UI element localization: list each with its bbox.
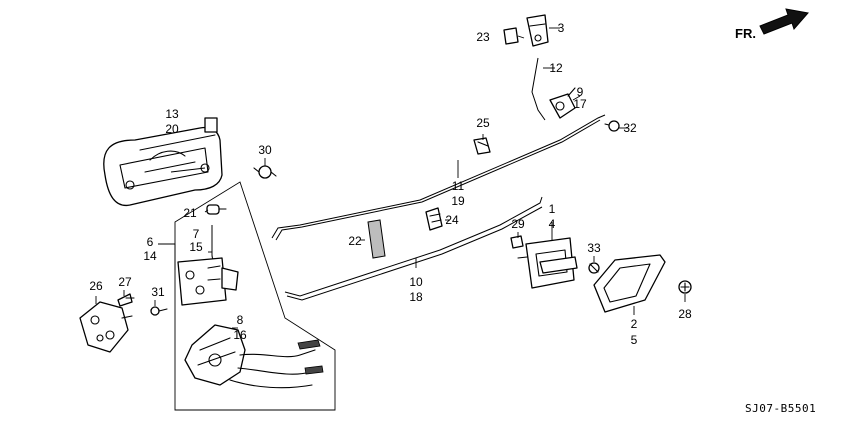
- callout-31: 31: [151, 285, 165, 299]
- direction-label: FR.: [735, 26, 756, 41]
- callout-28: 28: [678, 307, 692, 321]
- screw-31: [150, 306, 168, 316]
- grommet-21: [206, 204, 227, 215]
- lock-assembly-outline: [174, 181, 336, 411]
- cap-23: [503, 27, 519, 45]
- callout-32: 32: [623, 121, 637, 135]
- callout-10: 10: [409, 275, 423, 289]
- screw-32: [604, 120, 620, 132]
- callout-21: 21: [183, 206, 197, 220]
- callout-7: 7: [193, 227, 200, 241]
- callout-2: 2: [631, 317, 638, 331]
- outer-door-handle: [103, 117, 223, 207]
- callout-30: 30: [258, 143, 272, 157]
- screw-27: [117, 293, 135, 307]
- callout-12: 12: [549, 61, 563, 75]
- callout-33: 33: [587, 241, 601, 255]
- callout-3: 3: [558, 21, 565, 35]
- lock-rod-upper: [271, 114, 606, 239]
- callout-22: 22: [348, 234, 362, 248]
- screw-33: [588, 262, 600, 274]
- callouts: 1234567891011121314151617181920212223242…: [89, 21, 692, 347]
- callout-29: 29: [511, 217, 525, 231]
- callout-15: 15: [189, 240, 203, 254]
- bellcrank: [549, 87, 576, 119]
- pad-22: [367, 219, 386, 259]
- callout-14: 14: [143, 249, 157, 263]
- callout-18: 18: [409, 290, 423, 304]
- callout-16: 16: [233, 328, 247, 342]
- lock-knob-rod: [531, 57, 546, 121]
- callout-9: 9: [577, 85, 584, 99]
- inner-door-handle: [517, 237, 578, 289]
- callout-23: 23: [476, 30, 490, 44]
- callout-25: 25: [476, 116, 490, 130]
- rod-clip-24: [425, 207, 443, 231]
- screw-28: [678, 280, 692, 294]
- callout-17: 17: [573, 97, 587, 111]
- front-arrow-icon: [759, 8, 809, 35]
- callout-1: 1: [549, 202, 556, 216]
- inner-handle-bezel: [593, 254, 666, 313]
- callout-4: 4: [549, 217, 556, 231]
- clip-29: [510, 235, 524, 249]
- callout-13: 13: [165, 107, 179, 121]
- clip-30: [253, 165, 277, 179]
- diagram-code: SJ07-B5501: [745, 402, 816, 415]
- lock-actuator: [177, 225, 239, 306]
- callout-24: 24: [445, 213, 459, 227]
- striker-plate: [79, 301, 133, 353]
- leader-lines: [95, 27, 686, 329]
- callout-8: 8: [237, 313, 244, 327]
- callout-26: 26: [89, 279, 103, 293]
- callout-5: 5: [631, 333, 638, 347]
- door-lock-assembly: [184, 324, 324, 389]
- callout-11: 11: [452, 179, 465, 193]
- callout-19: 19: [451, 194, 465, 208]
- rod-holder-3: [526, 14, 549, 47]
- callout-6: 6: [147, 235, 154, 249]
- lock-rod-lower: [284, 196, 543, 297]
- callout-27: 27: [118, 275, 132, 289]
- callout-20: 20: [165, 122, 179, 136]
- rod-clip-25: [473, 137, 491, 155]
- front-direction-indicator: FR.: [735, 8, 809, 41]
